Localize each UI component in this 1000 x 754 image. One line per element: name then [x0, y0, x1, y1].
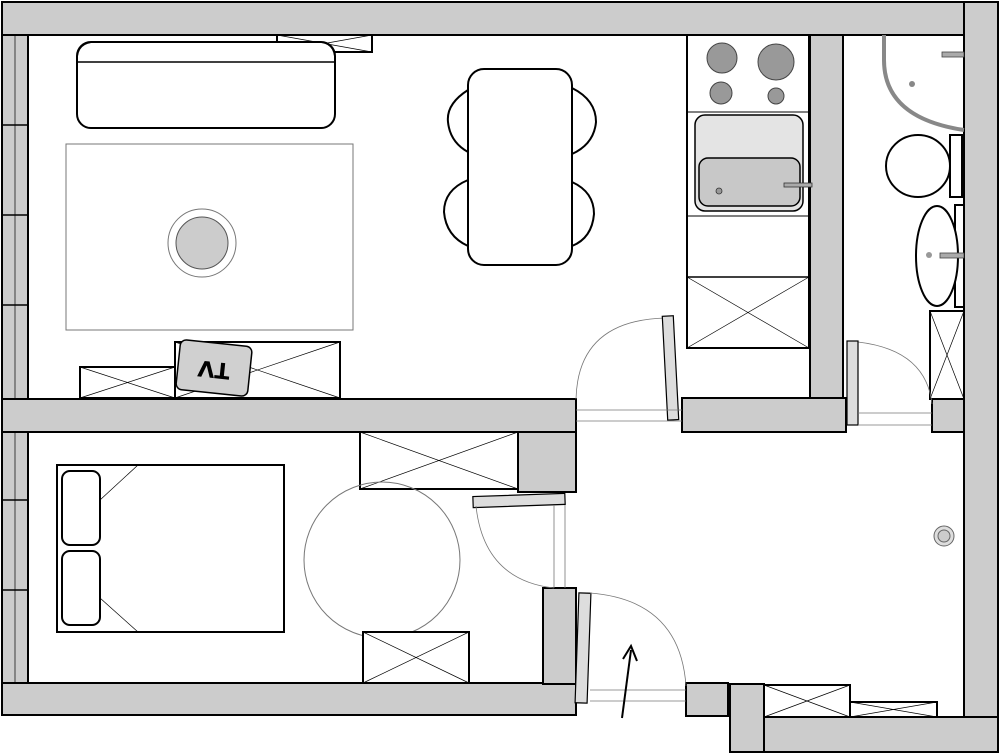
door-swing-icon	[846, 340, 933, 426]
door-swing-icon	[575, 315, 682, 422]
tv-label: TV	[197, 354, 231, 382]
entrance-arrow-icon	[621, 643, 638, 719]
bedroom	[56, 431, 566, 684]
wall-middle	[1, 398, 577, 433]
tv-icon: TV	[175, 339, 253, 397]
wall-right	[963, 1, 999, 719]
wardrobe-icon	[359, 431, 519, 490]
entrance-door	[574, 592, 687, 704]
wall-kitchen-bath	[809, 34, 844, 399]
wall-entrance-pillar	[542, 587, 577, 685]
living-room: TV	[65, 34, 682, 422]
wall-bottom-right-a	[729, 683, 765, 753]
wall-top	[1, 1, 999, 36]
toilet-icon	[885, 134, 963, 198]
sofa-icon	[76, 41, 336, 129]
kitchen	[686, 34, 813, 349]
sink-icon	[694, 114, 813, 212]
wall-bedroom-stub	[517, 431, 577, 493]
wall-bath-bottom-stub	[931, 397, 965, 433]
nightstand-icon	[362, 631, 470, 684]
chair-icon	[442, 178, 469, 248]
door-swing-icon	[472, 492, 566, 589]
bathroom-cabinet	[929, 310, 965, 400]
shower-tray-icon	[882, 35, 965, 132]
chair-icon	[446, 88, 469, 154]
wall-bottom-right-b	[763, 716, 999, 753]
hallway	[574, 525, 955, 719]
pillow-icon	[61, 550, 101, 626]
wall-kitchen-bottom	[681, 397, 847, 433]
pillow-icon	[61, 470, 101, 546]
drain-icon	[933, 525, 955, 547]
tv-cabinet: TV	[79, 339, 341, 399]
chair-icon	[571, 86, 598, 156]
chair-icon	[571, 180, 596, 248]
hall-cabinet	[763, 684, 938, 718]
windows	[2, 35, 28, 683]
rug-icon	[65, 143, 354, 331]
bed-icon	[56, 464, 285, 633]
stove-icon	[687, 42, 809, 113]
wall-bottom-left	[1, 682, 577, 716]
washbasin-icon	[915, 204, 965, 308]
wall-entrance-right	[685, 682, 729, 717]
kitchen-cabinet	[686, 276, 810, 349]
bathroom	[846, 35, 965, 426]
dining-table-icon	[442, 68, 598, 266]
